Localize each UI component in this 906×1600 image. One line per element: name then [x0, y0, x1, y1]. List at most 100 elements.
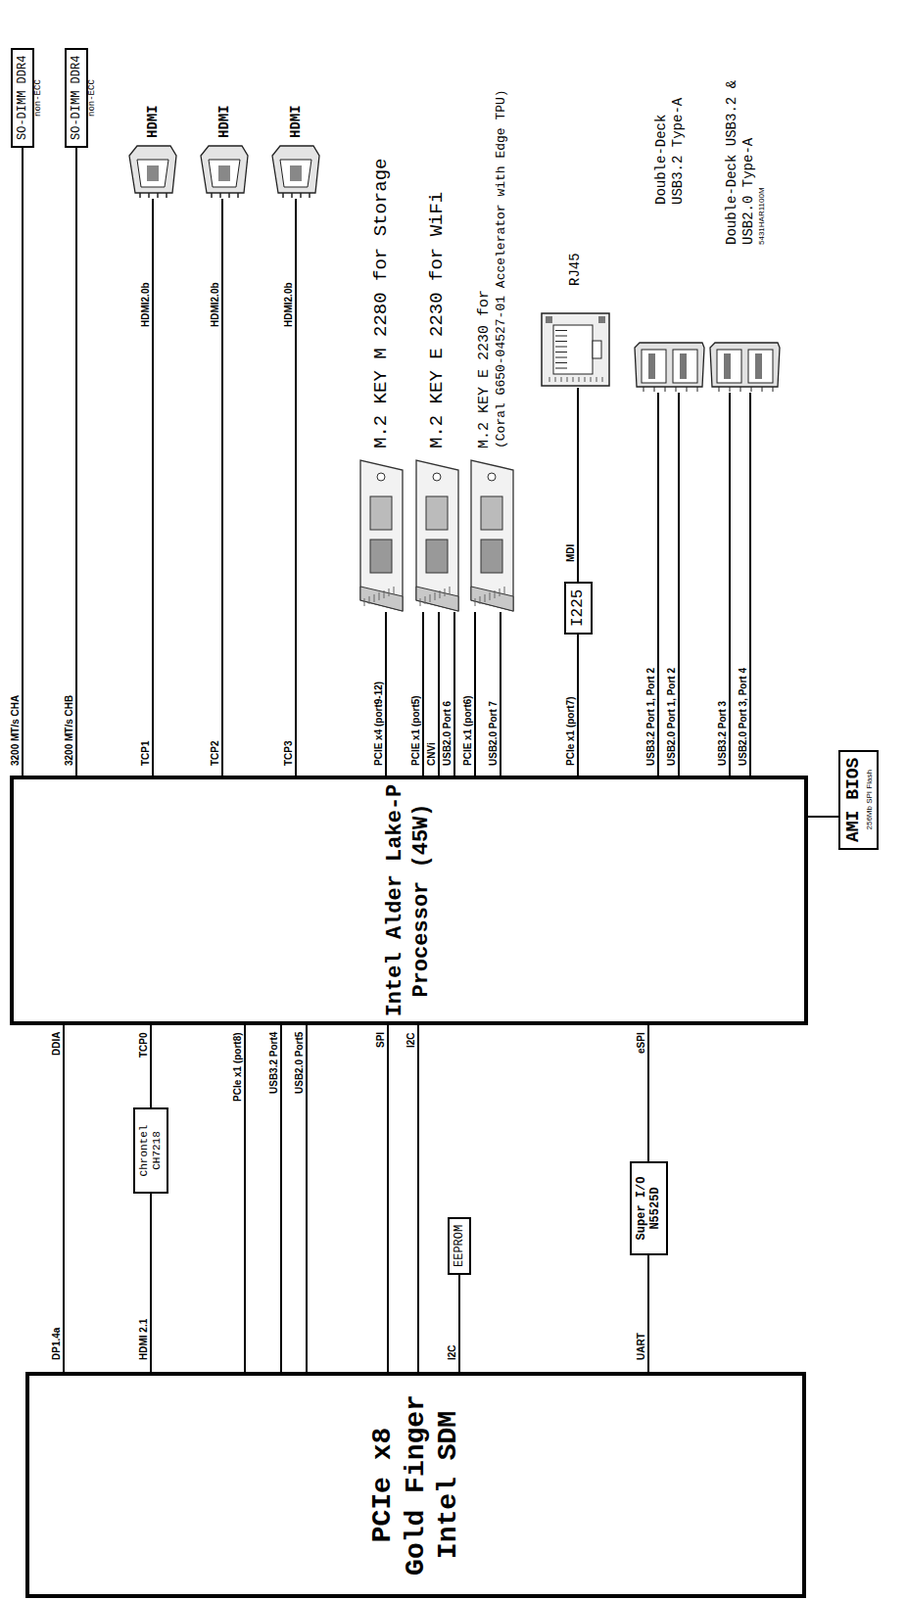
signal-line	[576, 634, 579, 776]
card-connector: M.2 KEY E 2230 for(Coral G650-04527-01 A…	[469, 89, 516, 613]
card-icon	[358, 459, 405, 613]
signal-name: HDMI 2.1	[138, 1319, 150, 1361]
signal-line	[728, 392, 731, 776]
signal-name: USB2.0 Port5	[293, 1032, 306, 1095]
chip-block: PCIe x8 Gold Finger Intel SDM	[25, 1372, 807, 1599]
signal-line	[280, 1025, 283, 1373]
signal-name: HDMI2.0b	[209, 282, 222, 328]
hdmi-icon	[127, 143, 179, 199]
signal-name: PCIe x1 (port8)	[232, 1032, 244, 1102]
port-name: TCP2	[209, 740, 222, 766]
signal-line	[149, 1025, 152, 1108]
signal-name: 3200 MT/s CHB	[63, 695, 76, 766]
signal-line	[677, 392, 680, 776]
signal-line	[417, 1025, 420, 1373]
hdmi-connector: HDMI	[198, 104, 250, 199]
signal-name: 3200 MT/s CHA	[9, 695, 22, 766]
signal-name: I2C	[446, 1344, 459, 1361]
signal-line	[749, 392, 752, 776]
hdmi-connector: HDMI	[270, 104, 322, 199]
signal-name: TCP0	[138, 1032, 150, 1058]
node-text: HDMI	[144, 104, 162, 139]
signal-name: I2C	[405, 1032, 418, 1049]
component-box: AMI BIOS256Mb SPI Flash	[838, 750, 879, 851]
card-icon	[414, 459, 461, 613]
signal-line	[149, 1193, 152, 1373]
signal-line	[474, 612, 477, 776]
node-text: HDMI	[287, 104, 305, 139]
signal-line	[453, 612, 456, 776]
signal-line	[151, 198, 154, 776]
card-connector: M.2 KEY E 2230 for WiFi	[414, 191, 461, 613]
port-name: DP1.4a	[50, 1328, 63, 1361]
text-column: HDMI	[216, 104, 234, 139]
node-text: PCIe x8 Gold Finger Intel SDM	[366, 1389, 466, 1581]
signal-name: PCIe x1 (port7)	[565, 696, 577, 766]
note-text: non-ECC	[87, 79, 98, 117]
component-box: SO-DIMM DDR4non-ECC	[10, 47, 35, 148]
rj45-connector: RJ45	[539, 252, 612, 388]
hdmi-icon	[198, 143, 250, 199]
hdmi-connector: HDMI	[127, 104, 179, 199]
signal-name: USB3.2 Port 1, Port 2	[645, 667, 658, 766]
signal-name: USB3.2 Port 3	[716, 701, 729, 766]
node-text: M.2 KEY M 2280 for Storage	[370, 158, 393, 449]
card-connector: M.2 KEY M 2280 for Storage	[358, 158, 405, 613]
signal-name: PCIE x1 (port5)	[410, 695, 423, 766]
signal-line	[422, 612, 425, 776]
node-text: I225	[569, 589, 588, 627]
signal-name: eSPI	[635, 1032, 648, 1054]
signal-line	[75, 147, 78, 776]
signal-line	[384, 612, 387, 776]
signal-line	[294, 198, 297, 776]
signal-line	[808, 815, 839, 818]
text-column: HDMI	[144, 104, 162, 139]
signal-name: SPI	[375, 1032, 387, 1049]
signal-line	[221, 198, 224, 776]
signal-line	[458, 1275, 461, 1373]
text-column: M.2 KEY E 2230 for(Coral G650-04527-01 A…	[476, 89, 510, 449]
node-text: Intel Alder Lake-P Processor (45W)	[382, 780, 435, 1021]
node-text: Double-Deck USB3.2 Type-A	[653, 95, 687, 205]
node-text: M.2 KEY E 2230 for	[476, 89, 494, 449]
signal-name: USB2.0 Port 6	[441, 701, 454, 766]
signal-line	[21, 147, 24, 776]
signal-line	[657, 392, 660, 776]
signal-name: DDIA	[50, 1032, 63, 1056]
port-name: TCP3	[283, 740, 295, 766]
component-box: SO-DIMM DDR4non-ECC	[64, 47, 89, 148]
note-text: non-ECC	[33, 79, 45, 117]
node-text: M.2 KEY E 2230 for WiFi	[426, 191, 449, 449]
signal-line	[437, 612, 440, 776]
signal-name: PCIE x4 (port9-12)	[373, 681, 385, 766]
component-box: Super I/O N5525D	[629, 1161, 668, 1256]
signal-line	[305, 1025, 308, 1373]
node-text: SO-DIMM DDR4	[15, 55, 30, 141]
signal-name: USB2.0 Port 1, Port 2	[666, 667, 678, 766]
signal-name: HDMI2.0b	[140, 282, 152, 328]
port-name: TCP1	[140, 740, 152, 766]
node-text: (Coral G650-04527-01 Accelerator with Ed…	[493, 89, 510, 449]
signal-line	[499, 612, 502, 776]
text-column: M.2 KEY M 2280 for Storage	[370, 158, 393, 449]
signal-line	[576, 387, 579, 582]
node-text: Chrontel CH7218	[138, 1115, 164, 1187]
hdmi-icon	[270, 143, 322, 199]
usb-connector: Double-Deck USB3.2 & USB2.0 Type-A5431HA…	[709, 73, 781, 393]
text-column: M.2 KEY E 2230 for WiFi	[426, 191, 449, 449]
usb-connector: Double-Deck USB3.2 Type-A	[633, 95, 706, 393]
signal-name: PCIE x1 (port6)	[462, 695, 475, 766]
node-text: EEPROM	[452, 1225, 467, 1268]
usb-icon	[709, 341, 781, 393]
rj45-icon	[539, 311, 612, 388]
component-box: EEPROM	[447, 1217, 472, 1276]
text-column: HDMI	[287, 104, 305, 139]
node-text: Double-Deck USB3.2 & USB2.0 Type-A	[723, 73, 758, 245]
node-text: SO-DIMM DDR4	[69, 55, 84, 141]
signal-name: USB2.0 Port 7	[487, 701, 500, 766]
text-column: Double-Deck USB3.2 & USB2.0 Type-A5431HA…	[723, 73, 766, 245]
node-text: 256Mb SPI Flash	[864, 758, 875, 843]
signal-name: USB2.0 Port 3, Port 4	[737, 667, 750, 766]
